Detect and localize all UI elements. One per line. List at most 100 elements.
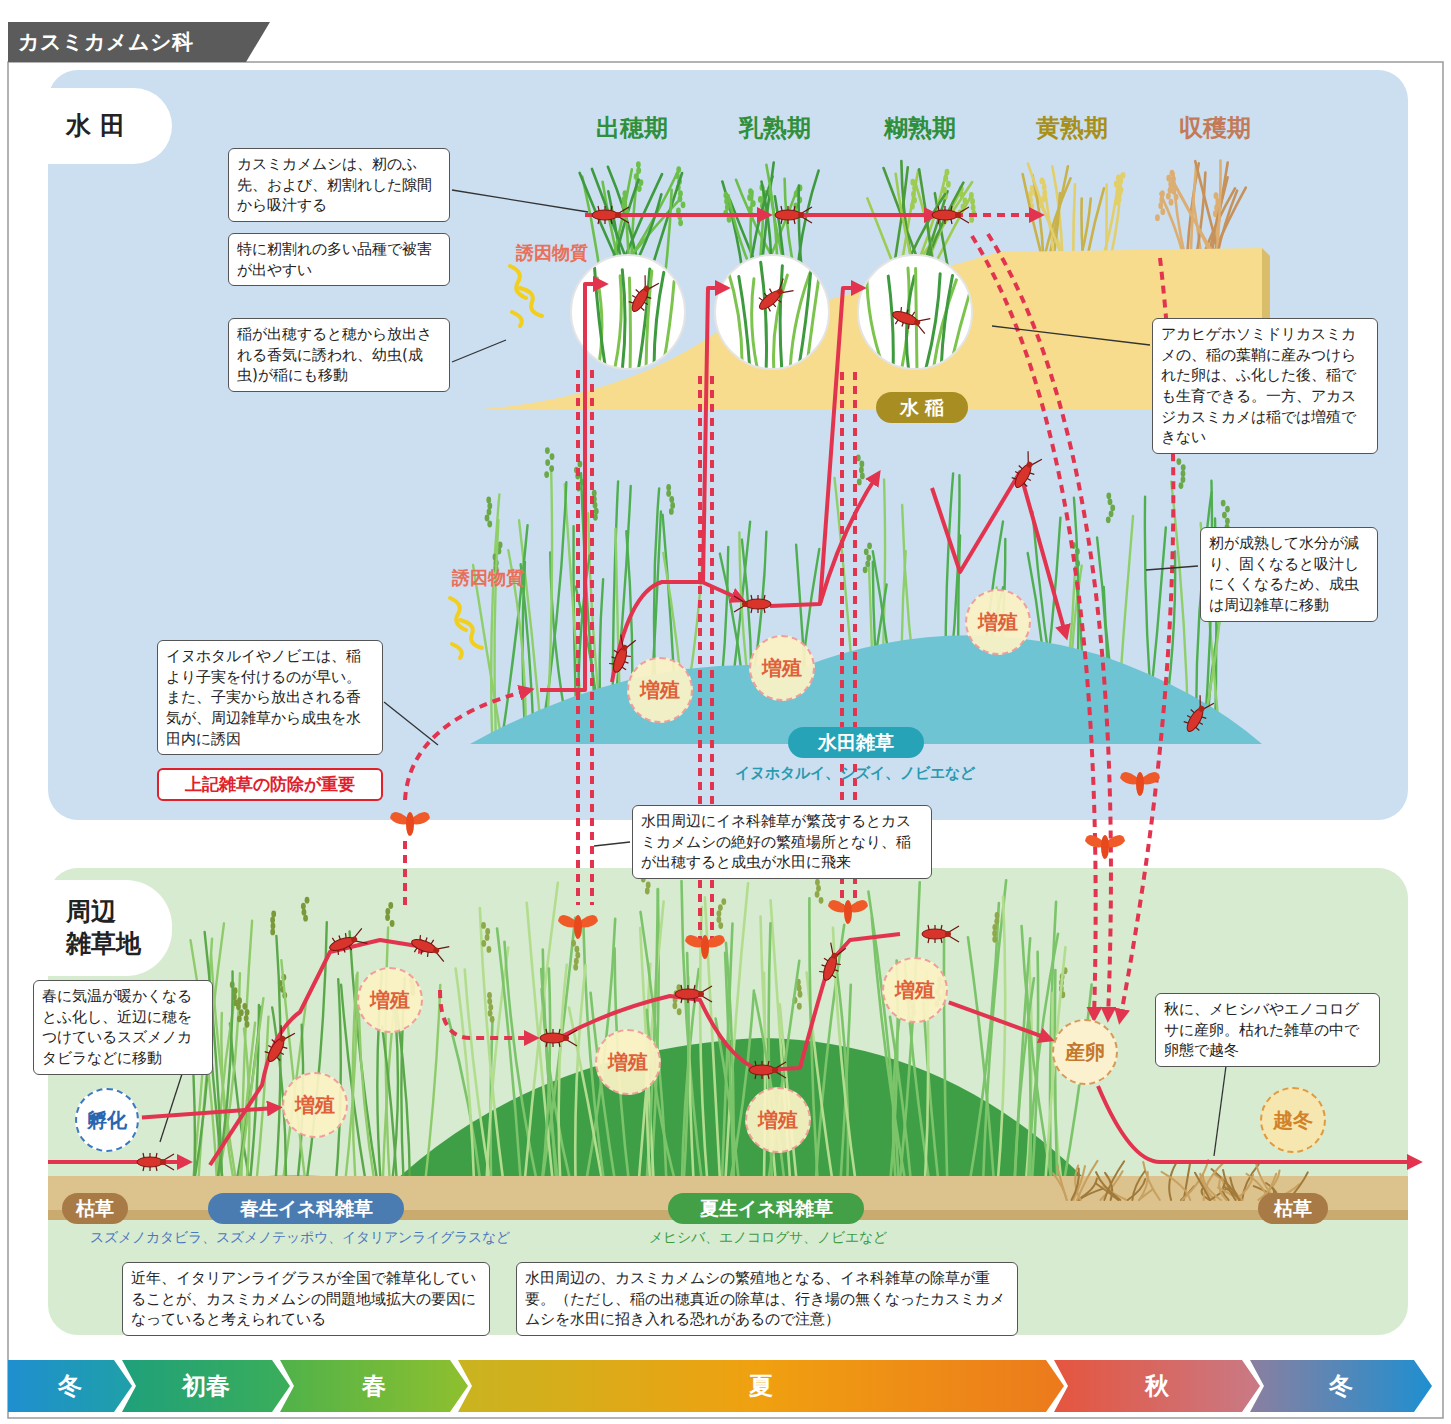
bug-icon <box>932 206 969 224</box>
node-text: 枯草 <box>1274 1196 1312 1222</box>
attractant-label: 誘因物質 <box>500 241 604 265</box>
seed-head <box>271 923 276 930</box>
seed-head <box>721 898 726 905</box>
seed-head <box>1159 196 1164 203</box>
seed-head <box>574 958 579 965</box>
warning-box: 上記雑草の防除が重要 <box>157 768 383 801</box>
grass-blade <box>216 971 233 1190</box>
bug-icon <box>409 933 450 963</box>
grass-blade <box>424 985 440 1190</box>
seed-head <box>1168 181 1173 188</box>
grass-blade <box>275 936 280 1190</box>
flying-bug-icon <box>1085 835 1125 859</box>
species-label: メヒシバ、エノコログサ、ノビエなど <box>598 1229 938 1247</box>
illustration-part <box>512 312 522 326</box>
grass-blade <box>1128 1179 1146 1200</box>
seed-head <box>1166 193 1171 200</box>
illustration-part <box>520 288 542 316</box>
seed-head <box>1160 190 1165 197</box>
grass-blade <box>519 520 542 740</box>
seed-head <box>270 917 275 924</box>
grass-blade <box>806 267 820 372</box>
seed-head <box>963 197 968 204</box>
bug-body <box>1101 835 1109 859</box>
bug-body <box>922 929 948 939</box>
seed-head <box>718 904 723 911</box>
node-text: イヌホタルイやノビエは、稲より子実を付けるのが早い。また、子実から放出される香気… <box>166 646 374 749</box>
seed-head <box>594 508 599 515</box>
illustration-part <box>955 213 1040 217</box>
bug-head <box>742 601 748 607</box>
bug-icon <box>262 1025 296 1066</box>
seed-head <box>1170 170 1175 177</box>
season-band: 初春 <box>122 1360 290 1412</box>
name-pill: 水田雑草 <box>788 727 924 758</box>
seed-head <box>723 192 728 199</box>
season-band: 秋 <box>1054 1360 1260 1412</box>
illustration-part <box>384 702 438 745</box>
grass-blade <box>541 918 575 1190</box>
seed-head <box>1109 510 1114 517</box>
seed-head <box>549 465 554 472</box>
grass-blade <box>761 262 767 372</box>
bug-head <box>160 1159 166 1165</box>
node-text: 春 <box>362 1370 386 1402</box>
bug-wing <box>580 915 598 927</box>
bug-wing <box>1142 772 1160 784</box>
grass-blade <box>575 965 585 1190</box>
bug-body <box>891 309 919 327</box>
bug-head <box>642 285 650 293</box>
node-text: 越冬 <box>1273 1107 1313 1134</box>
bug-body <box>701 935 709 959</box>
stage-circle: 産卵 <box>1052 1019 1118 1085</box>
seed-head <box>1115 193 1120 200</box>
seed-head <box>242 1003 247 1010</box>
grass-blade <box>767 961 799 1190</box>
seed-head <box>645 888 650 895</box>
stage-circle: 増殖 <box>745 1087 811 1153</box>
bug-head <box>350 936 358 944</box>
illustration-part <box>595 262 977 372</box>
node-text: 籾が成熟して水分が減り、固くなると吸汁しにくくなるため、成虫は周辺雑草に移動 <box>1209 533 1369 616</box>
illustration-part <box>160 1074 182 1142</box>
seed-head <box>545 447 550 454</box>
callout-box: 春に気温が暖かくなるとふ化し、近辺に穂をつけているスズメノカタビラなどに移動 <box>33 980 213 1075</box>
flow-arrow <box>142 1108 278 1118</box>
seed-head <box>498 542 503 549</box>
bug-wing <box>707 935 725 947</box>
seed-head <box>487 509 492 516</box>
seed-head <box>1174 194 1179 201</box>
illustration-part <box>450 266 542 658</box>
illustration-part <box>440 990 535 1038</box>
grass-blade <box>968 903 998 1190</box>
bug-icon <box>775 206 812 224</box>
seed-head <box>385 908 390 915</box>
illustration-part <box>510 266 526 298</box>
node-text: 春生イネ科雑草 <box>240 1196 373 1222</box>
illustration-part <box>703 288 726 582</box>
season-shape <box>122 1360 290 1412</box>
callout-box: アカヒゲホソミドリカスミカメの、稲の葉鞘に産みつけられた卵は、ふ化した後、稲でも… <box>1152 318 1378 454</box>
seed-head <box>1176 458 1181 465</box>
seed-head <box>636 161 641 168</box>
seed-head <box>942 187 947 194</box>
grass-blade <box>344 973 357 1190</box>
seed-head <box>233 999 238 1006</box>
grass-blade <box>547 471 553 740</box>
grass-blade <box>949 269 977 372</box>
illustration-part <box>8 22 270 62</box>
seed-head <box>867 542 872 549</box>
node-text: 増殖 <box>762 655 802 682</box>
node-text: 稲が出穂すると穂から放出される香気に誘われ、幼虫(成虫)が稲にも移動 <box>237 324 441 386</box>
grass-blade <box>1236 1175 1253 1200</box>
illustration-part <box>452 190 588 212</box>
grass-blade <box>662 282 674 372</box>
seed-head <box>1121 172 1126 179</box>
seed-head <box>575 952 580 959</box>
seed-head <box>971 204 976 211</box>
bug-body <box>775 210 801 220</box>
seed-head <box>716 916 721 923</box>
name-pill: 水 稲 <box>876 392 968 423</box>
seed-head <box>481 940 486 947</box>
bug-head <box>1025 461 1033 469</box>
